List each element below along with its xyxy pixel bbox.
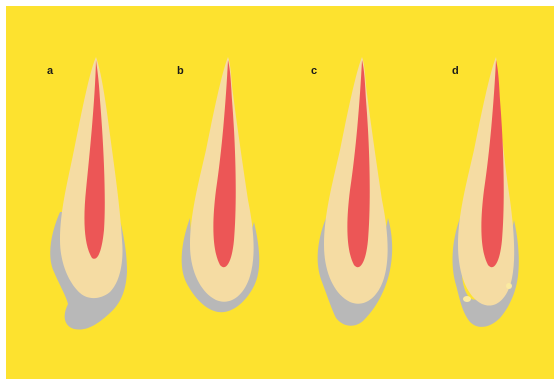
tooth-b [182, 57, 260, 312]
panel-label-c: c [311, 66, 317, 77]
panel-label-b: b [177, 66, 184, 77]
tooth-a [50, 57, 127, 330]
defect-spot-left-d [463, 296, 471, 302]
tooth-c [318, 57, 393, 326]
panel-label-a: a [47, 66, 53, 77]
defect-spot-right-d [506, 283, 512, 289]
panel-label-d: d [452, 66, 459, 77]
tooth-d [453, 57, 519, 327]
